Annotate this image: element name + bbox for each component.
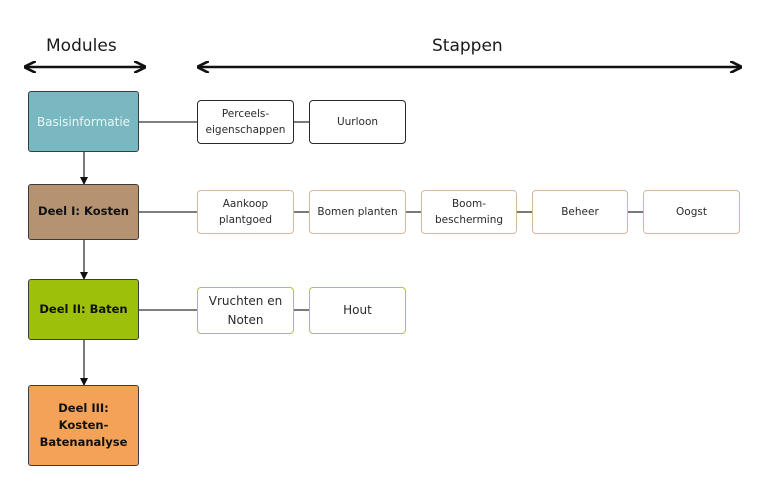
step-boombescherming[interactable]: Boom- bescherming (421, 190, 517, 234)
step-perceelseigenschappen[interactable]: Perceels- eigenschappen (197, 100, 294, 144)
step-label: Aankoop plantgoed (218, 197, 272, 226)
module-label: Deel I: Kosten (38, 204, 129, 219)
module-label: Deel III: Kosten- Batenanalyse (39, 400, 128, 450)
module-label: Deel II: Baten (39, 301, 128, 316)
step-beheer[interactable]: Beheer (532, 190, 628, 234)
step-label: Hout (343, 303, 372, 318)
step-bomen-planten[interactable]: Bomen planten (309, 190, 406, 234)
module-deel-1-kosten[interactable]: Deel I: Kosten (28, 184, 139, 240)
step-label: Vruchten en Noten (208, 293, 283, 327)
step-label: Boom- bescherming (434, 197, 504, 226)
step-uurloon[interactable]: Uurloon (309, 100, 406, 144)
step-label: Beheer (561, 205, 599, 218)
step-label: Perceels- eigenschappen (205, 107, 286, 136)
module-label: Basisinformatie (36, 114, 131, 129)
step-label: Uurloon (336, 115, 379, 128)
step-aankoop-plantgoed[interactable]: Aankoop plantgoed (197, 190, 294, 234)
stappen-header: Stappen (432, 36, 503, 56)
module-basisinformatie[interactable]: Basisinformatie (28, 91, 139, 152)
step-vruchten-en-noten[interactable]: Vruchten en Noten (197, 287, 294, 334)
step-oogst[interactable]: Oogst (643, 190, 740, 234)
module-deel-3-kosten-batenanalyse[interactable]: Deel III: Kosten- Batenanalyse (28, 385, 139, 466)
step-label: Bomen planten (317, 205, 398, 218)
module-deel-2-baten[interactable]: Deel II: Baten (28, 279, 139, 340)
step-hout[interactable]: Hout (309, 287, 406, 334)
modules-header: Modules (46, 36, 117, 56)
step-label: Oogst (676, 205, 707, 218)
